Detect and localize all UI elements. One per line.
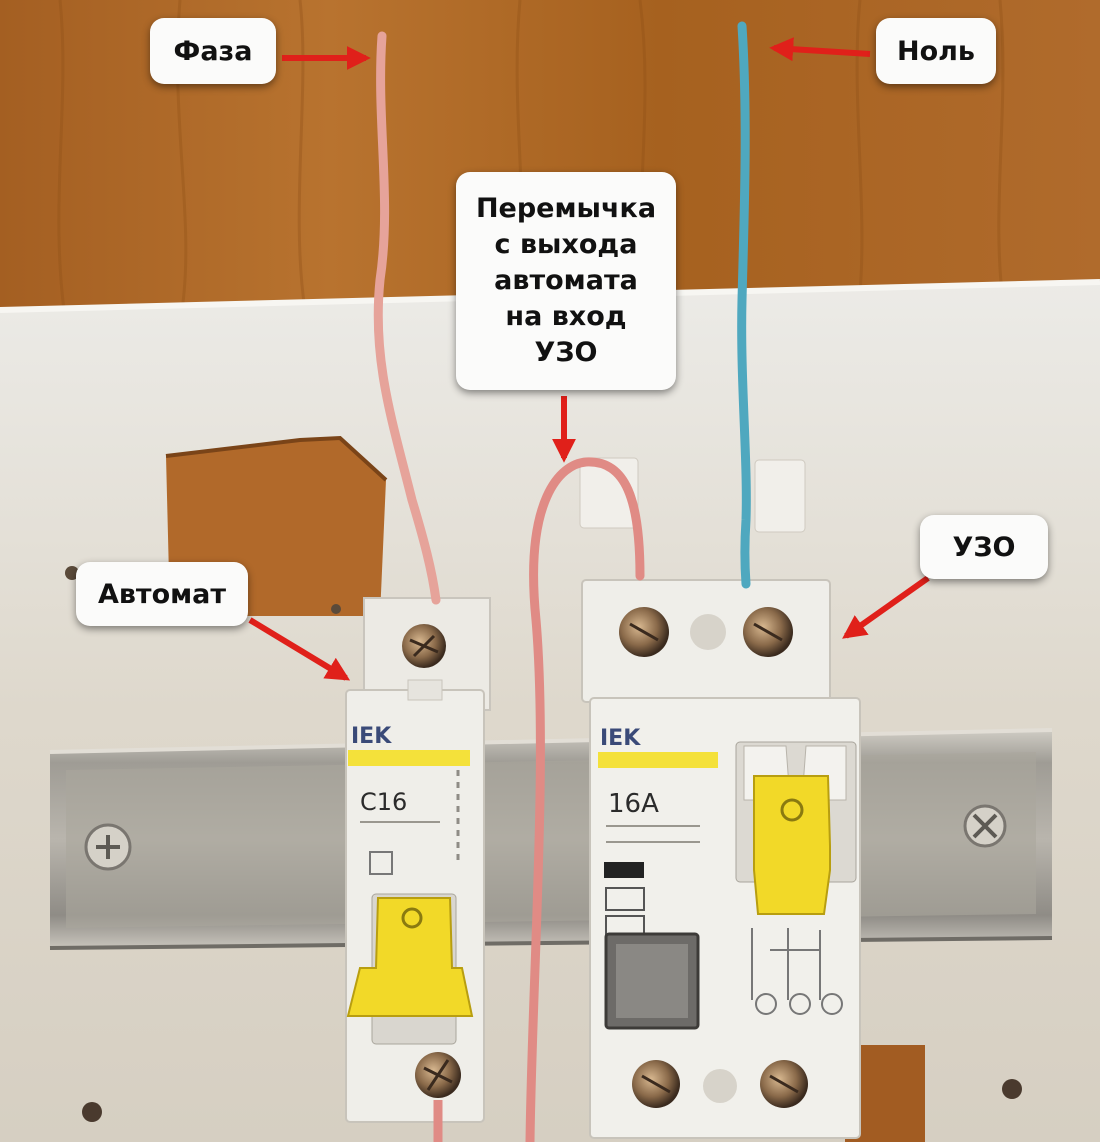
jumper-label-line: на вход <box>505 300 627 332</box>
rcd-label-text: УЗО <box>952 531 1016 563</box>
neutral-wire <box>737 21 751 589</box>
panel-hole <box>331 604 341 614</box>
breaker-label: Автомат <box>76 562 248 626</box>
panel-hole <box>1002 1079 1022 1099</box>
rail-screw <box>963 804 1007 848</box>
circuit-breaker: IEK C16 <box>345 597 491 1123</box>
jumper-label-line: Перемычка <box>475 193 657 225</box>
breaker-toggle[interactable] <box>346 897 474 1017</box>
neutral-label: Ноль <box>876 18 996 84</box>
din-rail <box>49 728 1053 950</box>
breaker-label-text: Автомат <box>97 578 227 610</box>
phase-label: Фаза <box>150 18 276 84</box>
jumper-label-line: автомата <box>494 265 638 297</box>
rcd-toggle[interactable] <box>753 775 831 915</box>
phase-wire <box>373 31 441 605</box>
breaker-label-stripe <box>348 750 470 766</box>
jumper-label: Перемычка с выхода автомата на вход УЗО <box>456 172 676 390</box>
neutral-arrow <box>769 37 871 62</box>
breaker-arrow <box>248 617 351 681</box>
panel-hole <box>65 566 79 580</box>
rcd-wiring-diagram <box>751 928 843 1015</box>
rcd-device: IEK 16A <box>581 579 861 1139</box>
jumper-wire <box>525 457 645 1142</box>
mounting-panel <box>0 282 1100 1142</box>
panel-hole <box>82 1102 102 1122</box>
jumper-label-line: УЗО <box>534 336 598 368</box>
breaker-rating: C16 <box>360 788 407 816</box>
rcd-rating: 16A <box>608 789 659 819</box>
rcd-arrow <box>842 575 930 639</box>
rcd-brand: IEK <box>600 726 641 751</box>
breaker-brand: IEK <box>351 724 392 749</box>
rcd-label: УЗО <box>920 515 1048 579</box>
rcd-label-stripe <box>598 752 718 768</box>
jumper-label-line: с выхода <box>494 229 638 261</box>
panel-standoff <box>754 459 806 533</box>
rail-screw <box>84 823 132 871</box>
phase-label-text: Фаза <box>173 35 253 67</box>
neutral-label-text: Ноль <box>897 35 975 67</box>
